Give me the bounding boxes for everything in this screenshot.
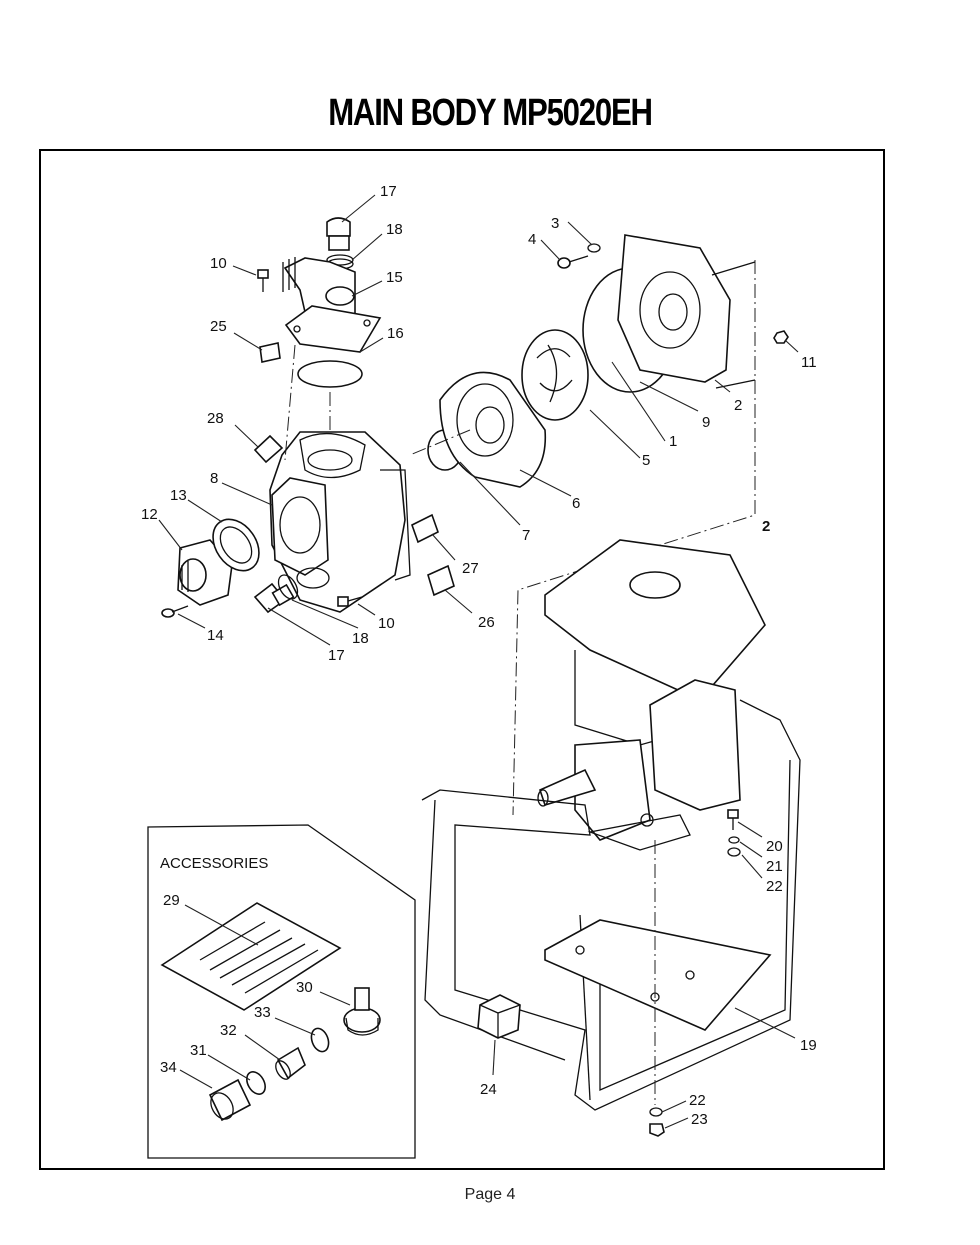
callout-1: 1: [669, 433, 677, 450]
callout-15: 15: [386, 269, 403, 286]
callout-31: 31: [190, 1042, 207, 1059]
callout-34: 34: [160, 1059, 177, 1076]
page-number: Page 4: [464, 1186, 516, 1203]
bolt-4: [557, 255, 589, 269]
leader-lines: [158, 194, 799, 1129]
rubber-mount-24: [477, 994, 521, 1039]
callout-4: 4: [528, 231, 536, 248]
gasket-16: [297, 360, 363, 388]
callout-9: 9: [702, 414, 710, 431]
hose-nipple-32: [275, 1046, 306, 1080]
gasket-13: [212, 518, 260, 572]
label-27: [411, 513, 439, 544]
callout-18: 18: [386, 221, 403, 238]
callout-26: 26: [478, 614, 495, 631]
callout-10-bottom: 10: [378, 615, 395, 632]
callout-10: 10: [210, 255, 227, 272]
callout-23: 23: [691, 1111, 708, 1128]
callout-28: 28: [207, 410, 224, 427]
callout-11: 11: [801, 354, 817, 371]
o-ring-18-bottom: [277, 574, 299, 600]
drain-plug-17-bottom: [253, 582, 295, 614]
callout-24: 24: [480, 1081, 497, 1098]
diagram-frame: [39, 149, 885, 1170]
nut-11: [773, 330, 789, 344]
hose-coupling-34: [208, 1078, 252, 1122]
washer-22-top: [727, 847, 741, 857]
hose-band-33: [310, 1027, 330, 1053]
bolt-20: [727, 809, 739, 830]
pump-casing-8: [269, 431, 411, 613]
callout-22: 22: [766, 878, 783, 895]
callout-6: 6: [572, 495, 580, 512]
callout-14: 14: [207, 627, 224, 644]
washer-22-bottom: [649, 1107, 663, 1117]
packing-31: [246, 1071, 266, 1095]
washer-21: [728, 836, 740, 844]
callout-12: 12: [141, 506, 158, 523]
callout-33: 33: [254, 1004, 271, 1021]
callout-29: 29: [163, 892, 180, 909]
callout-7: 7: [522, 527, 530, 544]
bolt-14: [161, 605, 189, 618]
callout-20: 20: [766, 838, 783, 855]
drain-plug-17-top: [326, 217, 351, 251]
callout-17-bottom: 17: [328, 647, 345, 664]
callout-27: 27: [462, 560, 479, 577]
callout-16: 16: [387, 325, 404, 342]
manual-29: [160, 902, 342, 1011]
nut-23: [649, 1123, 665, 1137]
bolt-10-top: [257, 269, 269, 292]
page-title: MAIN BODY MP5020EH: [328, 92, 653, 134]
elbow-flange: [284, 305, 382, 353]
callout-17: 17: [380, 183, 397, 200]
callout-21: 21: [766, 858, 783, 875]
callout-3: 3: [551, 215, 559, 232]
accessories-box: [147, 824, 416, 1159]
callout-18-bottom: 18: [352, 630, 369, 647]
pump-cover-2: [617, 234, 731, 383]
callout-32: 32: [220, 1022, 237, 1039]
callout-2-engine: 2: [762, 518, 770, 535]
callout-25: 25: [210, 318, 227, 335]
callout-2: 2: [734, 397, 742, 414]
callout-19: 19: [800, 1037, 817, 1054]
callout-13: 13: [170, 487, 187, 504]
frame-19: [421, 699, 801, 1111]
callout-5: 5: [642, 452, 650, 469]
callout-8: 8: [210, 470, 218, 487]
impeller-5: [521, 329, 589, 421]
callout-22-bottom: 22: [689, 1092, 706, 1109]
strainer-30: [343, 987, 381, 1036]
bolt-10-bottom: [337, 596, 363, 607]
washer-3: [587, 243, 601, 253]
label-28: [253, 434, 284, 464]
discharge-elbow-15: [282, 257, 356, 325]
accessories-heading: ACCESSORIES: [160, 855, 268, 872]
label-26: [427, 564, 455, 597]
engine: [537, 539, 766, 851]
callout-30: 30: [296, 979, 313, 996]
label-25: [259, 342, 281, 363]
wear-plate-6: [439, 371, 547, 488]
